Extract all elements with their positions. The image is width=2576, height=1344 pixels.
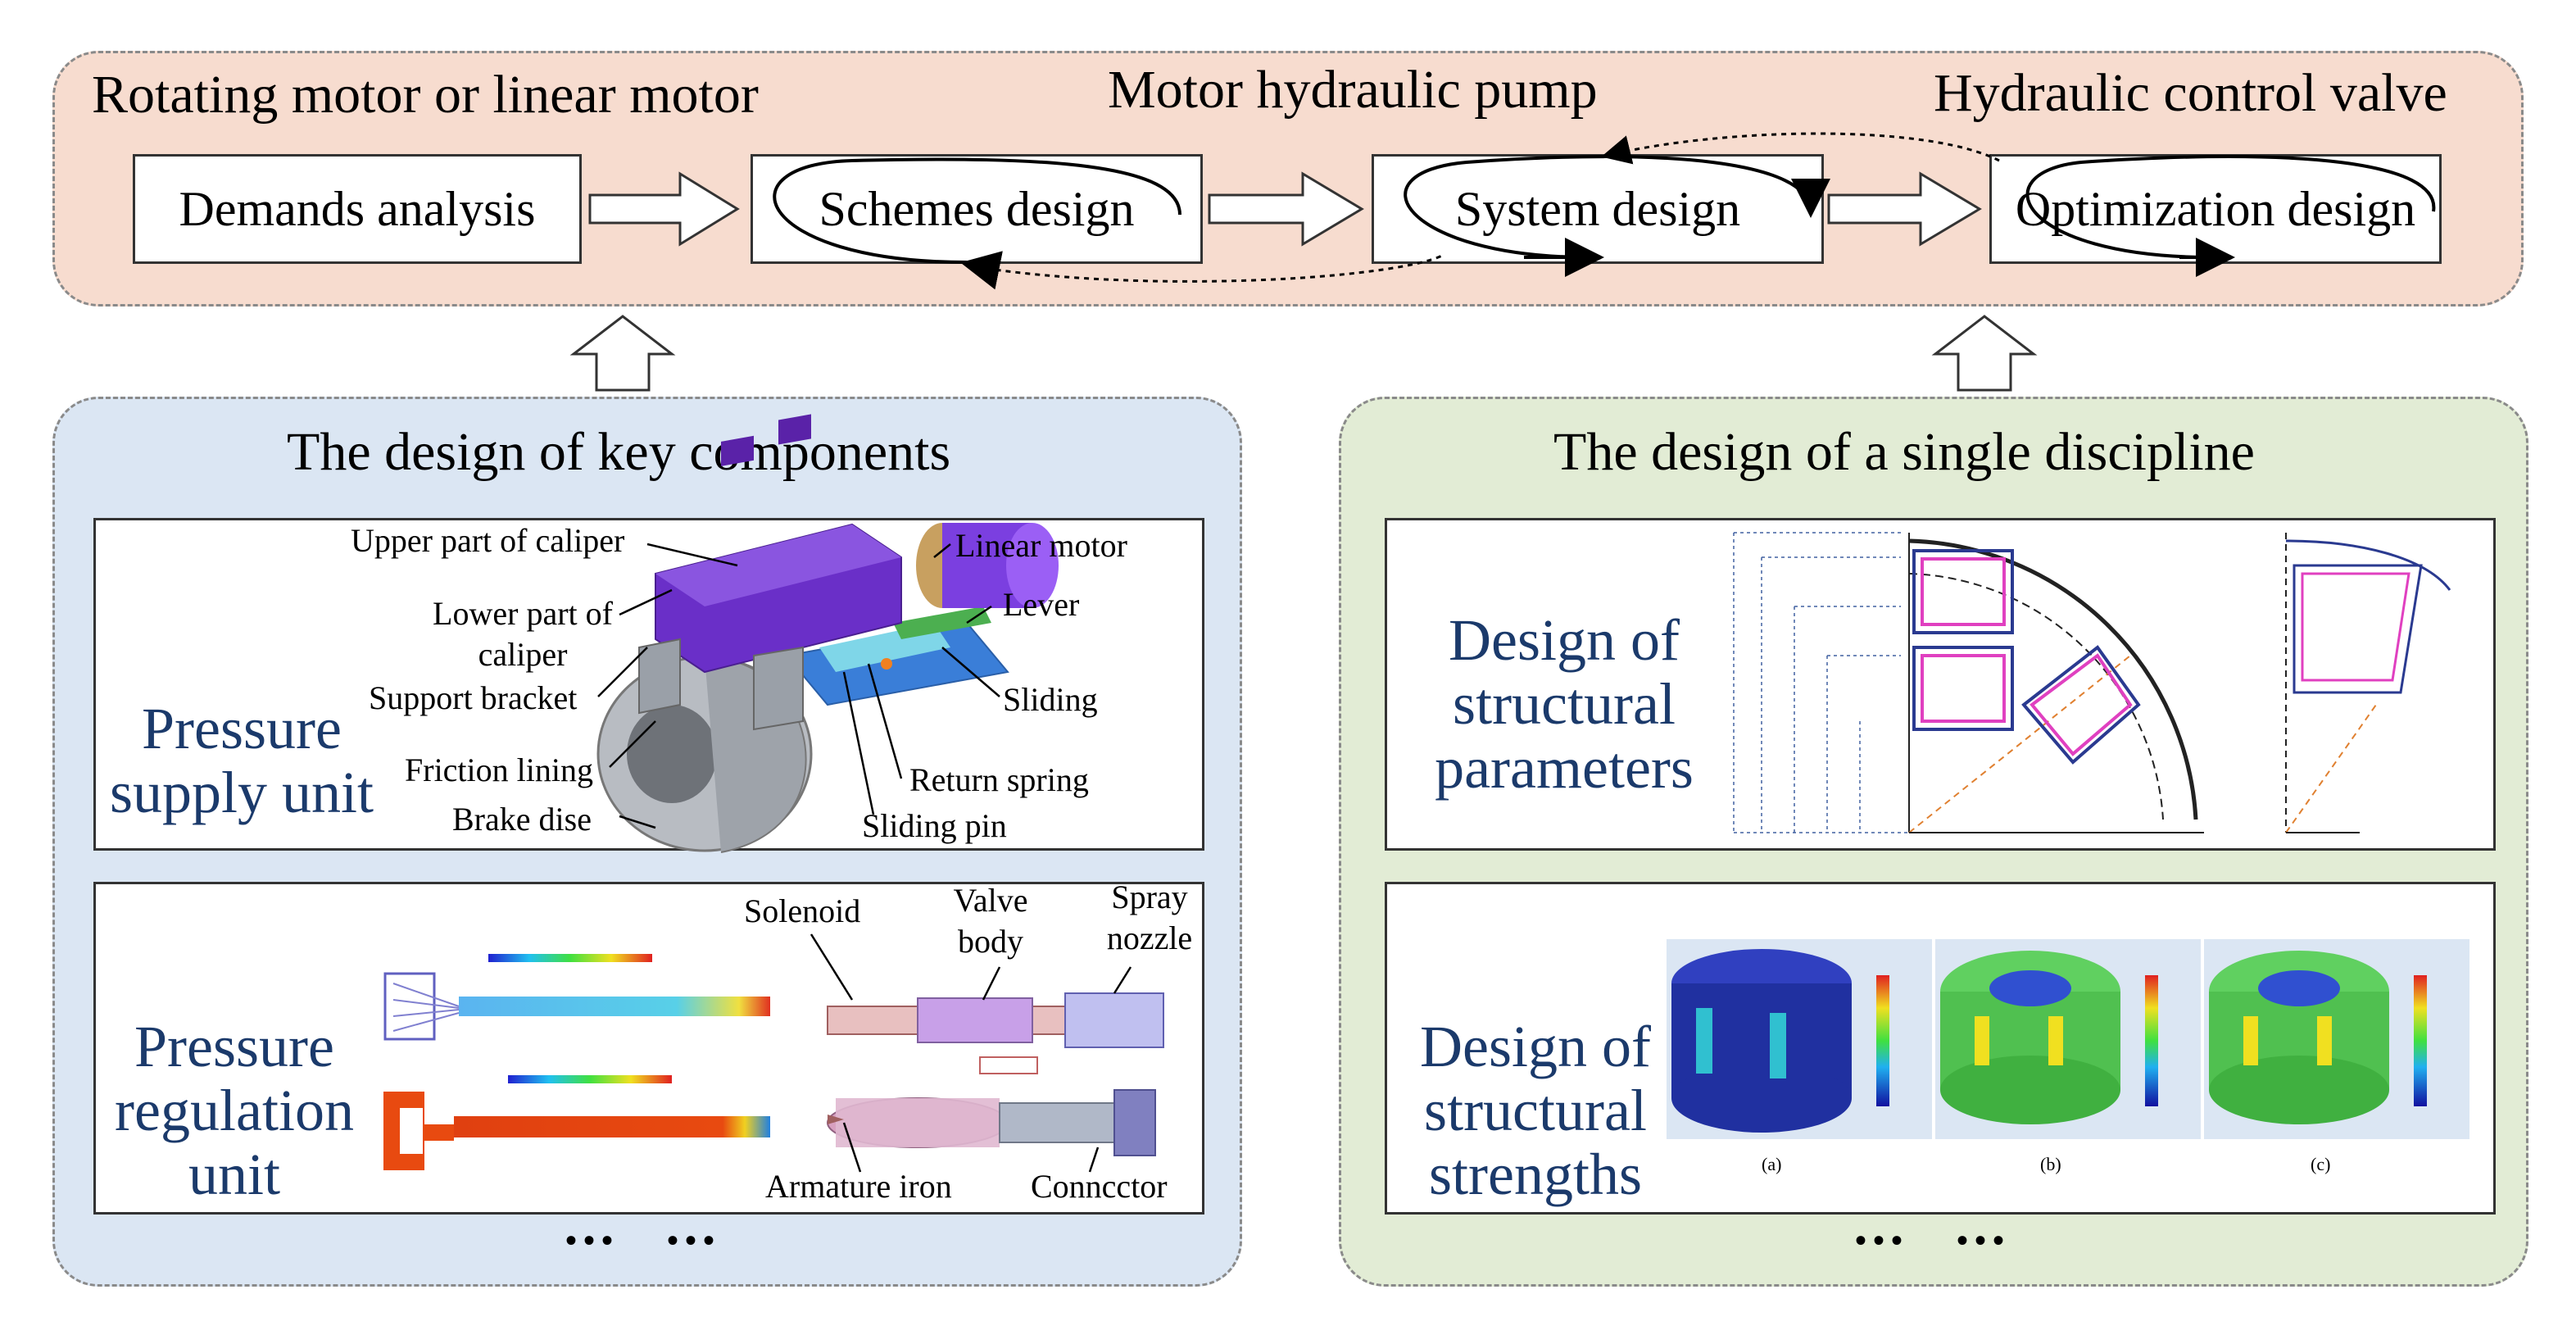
loop-schemes xyxy=(773,157,1181,264)
right-panel-title: The design of a single discipline xyxy=(1553,422,2255,482)
strength-label-a: (a) xyxy=(1762,1154,1782,1174)
label-sliding-pin: Sliding pin xyxy=(862,807,1007,844)
pressure-regulation-frame xyxy=(93,882,1204,1215)
hollow-arrow-3 xyxy=(1827,171,1982,247)
structural-parameters-caption: Design of structural parameters xyxy=(1435,607,1694,801)
label-connector: Conncctor xyxy=(1031,1168,1168,1205)
strength-label-c: (c) xyxy=(2311,1154,2331,1174)
label-support-bracket: Support bracket xyxy=(369,679,578,716)
dotted-feedback-upper xyxy=(1601,132,2000,165)
label-brake-disc: Brake dise xyxy=(452,801,592,838)
strength-label-b: (b) xyxy=(2040,1154,2061,1174)
left-ellipsis: ••• ••• xyxy=(565,1222,722,1259)
label-sliding: Sliding xyxy=(1003,681,1098,718)
dotted-feedback-lower xyxy=(966,254,1443,283)
loop-optimization xyxy=(2025,155,2436,259)
label-lever: Lever xyxy=(1003,586,1080,623)
up-arrow-right xyxy=(1931,315,2038,392)
step-system-design: System design xyxy=(1372,154,1824,264)
up-arrow-left xyxy=(569,315,676,392)
structural-strengths-caption: Design of structural strengths xyxy=(1420,1014,1651,1207)
hollow-arrow-2 xyxy=(1208,171,1364,247)
pressure-regulation-caption: Pressure regulation unit xyxy=(115,1014,354,1207)
loop-system xyxy=(1404,155,1830,259)
label-return-spring: Return spring xyxy=(909,761,1089,798)
heading-hydraulic-control-valve: Hydraulic control valve xyxy=(1934,63,2447,123)
left-panel-title: The design of key components xyxy=(287,422,951,482)
pressure-supply-caption: Pressure supply unit xyxy=(109,696,374,825)
label-upper-caliper: Upper part of caliper xyxy=(351,522,625,559)
heading-rotating-motor: Rotating motor or linear motor xyxy=(92,65,759,125)
label-friction-lining: Friction lining xyxy=(405,751,593,788)
label-lower-caliper: Lower part of caliper xyxy=(433,595,613,673)
step-demands-analysis: Demands analysis xyxy=(133,154,582,264)
label-linear-motor: Linear motor xyxy=(955,527,1127,564)
label-armature-iron: Armature iron xyxy=(765,1168,952,1205)
label-solenoid: Solenoid xyxy=(744,892,861,929)
label-spray-nozzle: Spray nozzle xyxy=(1106,879,1193,956)
hollow-arrow-1 xyxy=(588,171,740,247)
heading-motor-hydraulic-pump: Motor hydraulic pump xyxy=(1108,60,1598,120)
right-ellipsis: ••• ••• xyxy=(1855,1222,2011,1259)
label-valve-body: Valve body xyxy=(953,882,1028,960)
